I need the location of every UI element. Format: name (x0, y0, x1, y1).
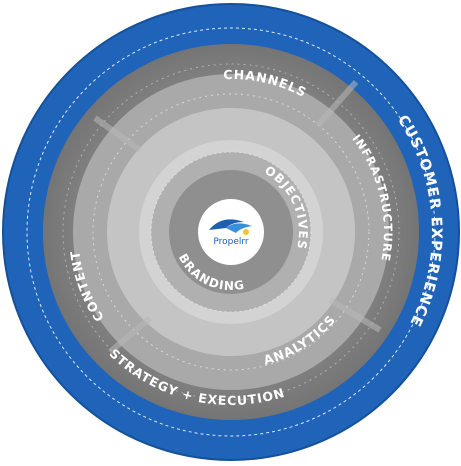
logo-text: Propelrr (213, 237, 249, 247)
logo-disc (198, 199, 264, 265)
segment-dividers (93, 80, 382, 355)
propelrr-logo: Propelrr (209, 219, 252, 247)
